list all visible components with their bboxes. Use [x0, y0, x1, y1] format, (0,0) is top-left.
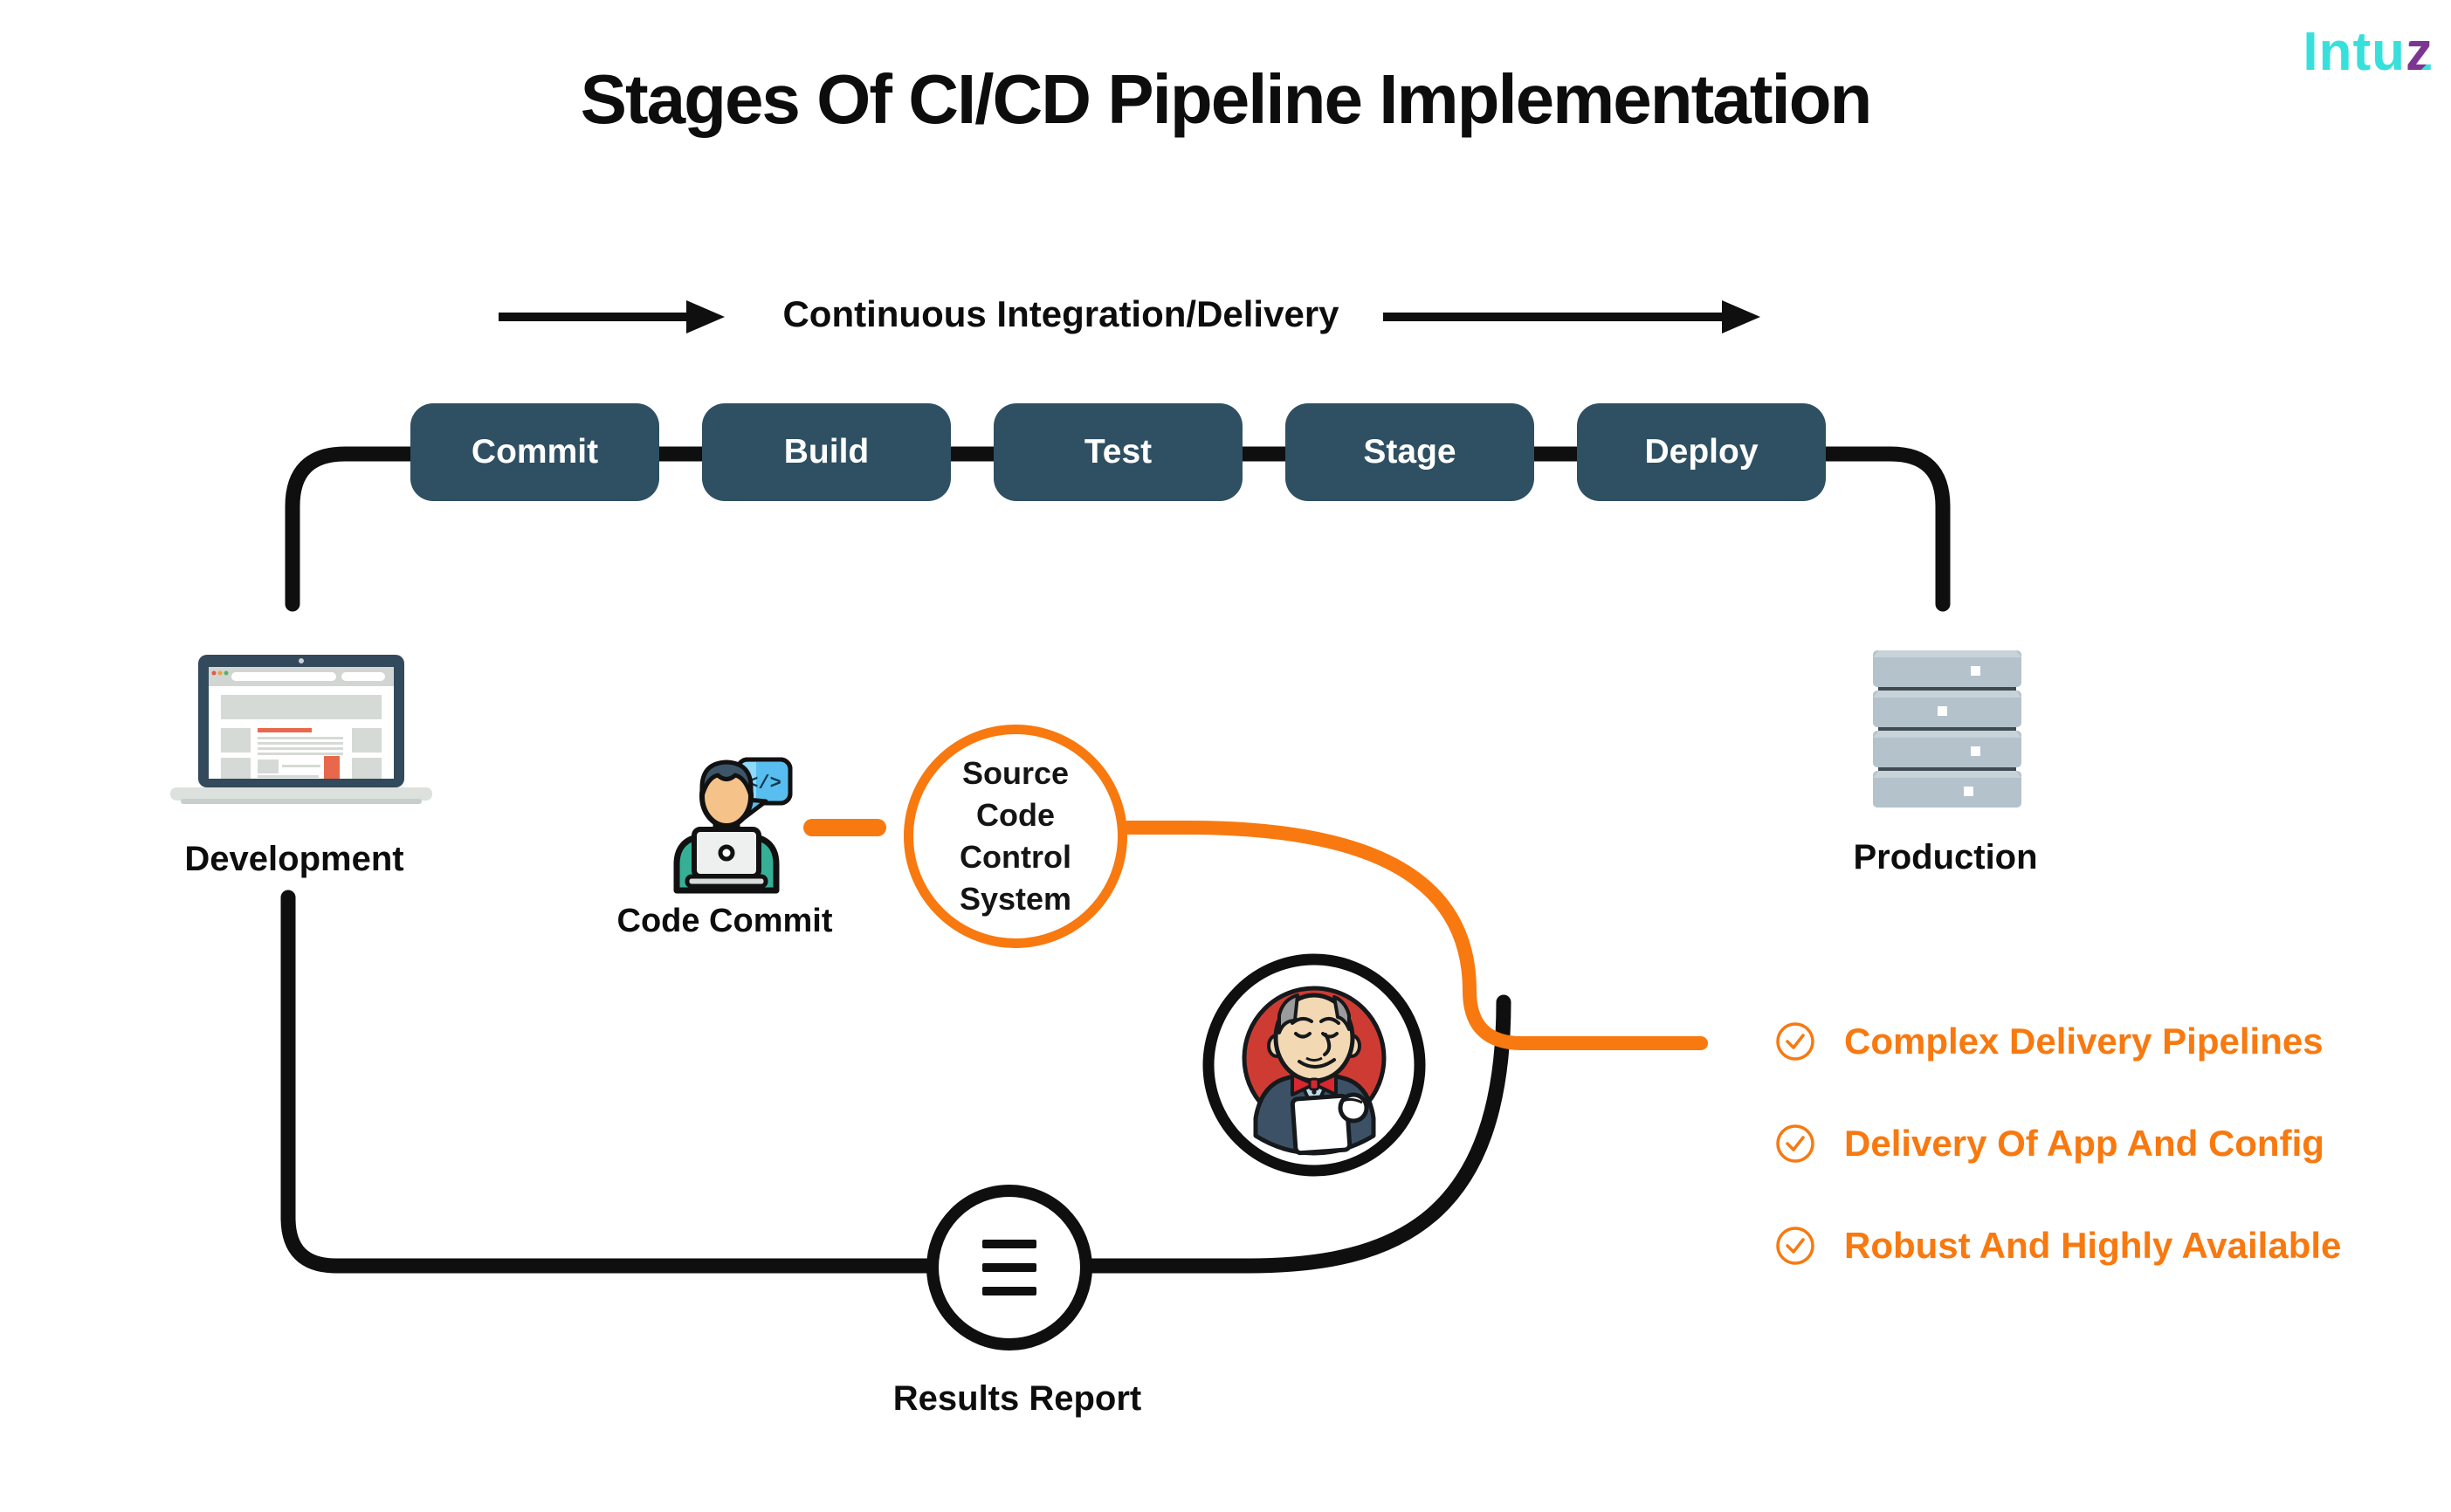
feedback-line: [280, 890, 1511, 1274]
checklist-item-1-label: Complex Delivery Pipelines: [1844, 1021, 2324, 1062]
source-to-checklist-line: [1121, 821, 1708, 1050]
report-line-2: [982, 1263, 1036, 1272]
laptop-icon: [170, 655, 432, 804]
source-line2: Code: [976, 796, 1055, 833]
checklist-item-3: Robust And Highly Available: [1774, 1216, 2341, 1275]
stage-deploy-label: Deploy: [1644, 433, 1759, 471]
stage-test: Test: [994, 403, 1243, 501]
intuz-logo: Intuz: [2303, 21, 2434, 83]
check-circle-icon: [1776, 1124, 1814, 1163]
check-circle-icon: [1776, 1227, 1814, 1265]
stage-test-label: Test: [1084, 433, 1153, 471]
stage-build-label: Build: [783, 433, 870, 471]
right-arrow: [1383, 300, 1760, 333]
stage-stage-label: Stage: [1363, 433, 1456, 471]
report-line-1: [982, 1240, 1036, 1248]
source-control-node: Source Code Control System: [904, 725, 1127, 948]
code-commit-label: Code Commit: [616, 903, 833, 939]
jenkins-mascot-icon: [1202, 953, 1426, 1177]
bow-tie: [1291, 1073, 1338, 1096]
check-circle-icon: [1776, 1022, 1814, 1061]
source-line1: Source: [961, 754, 1070, 791]
server-icon: [1873, 650, 2021, 808]
checklist-item-1: Complex Delivery Pipelines: [1774, 1012, 2324, 1071]
logo-z: z: [2406, 22, 2434, 82]
left-arrow: [499, 300, 725, 333]
results-report-node: [926, 1185, 1092, 1350]
development-label: Development: [184, 840, 404, 878]
stage-commit: Commit: [410, 403, 659, 501]
stage-build: Build: [702, 403, 951, 501]
checklist-item-2-label: Delivery Of App And Config: [1844, 1123, 2324, 1164]
report-line-3: [982, 1287, 1036, 1296]
source-line3: Control: [960, 839, 1071, 875]
page-title: Stages Of CI/CD Pipeline Implementation: [580, 60, 1873, 138]
developer-icon: </>: [673, 757, 793, 894]
stage-stage: Stage: [1285, 403, 1534, 501]
results-report-label: Results Report: [892, 1379, 1142, 1418]
checklist-item-3-label: Robust And Highly Available: [1844, 1225, 2342, 1266]
stage-commit-label: Commit: [471, 433, 599, 471]
flow-label: Continuous Integration/Delivery: [782, 293, 1339, 334]
stage-deploy: Deploy: [1577, 403, 1826, 501]
logo-text: Intu: [2303, 22, 2406, 82]
source-line4: System: [959, 881, 1072, 918]
production-label: Production: [1853, 838, 2038, 876]
checklist-item-2: Delivery Of App And Config: [1774, 1114, 2324, 1173]
